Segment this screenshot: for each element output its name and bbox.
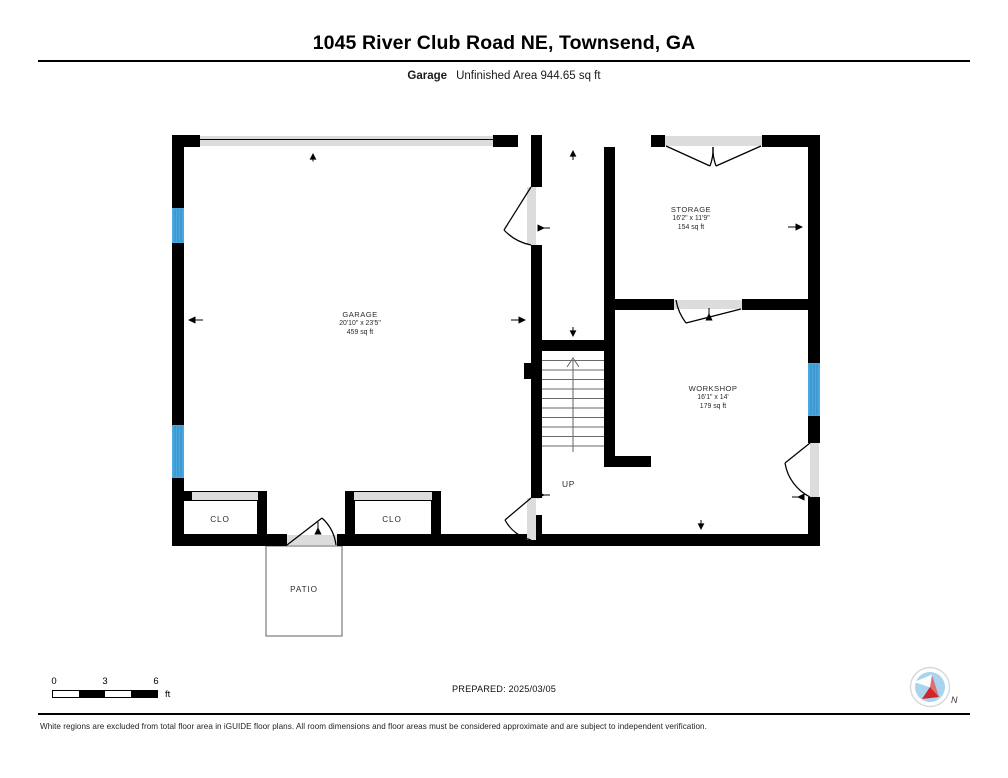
prepared-date: PREPARED: 2025/03/05 <box>452 684 556 694</box>
closet-door-right <box>354 492 432 500</box>
scale-tick-row: 0 3 6 <box>51 676 160 688</box>
door-workshop-exterior <box>784 442 819 501</box>
scale-tick: 0 <box>51 676 57 687</box>
exterior-walls <box>172 135 820 546</box>
level-name: Garage <box>407 70 448 82</box>
scale-tick: 6 <box>153 676 159 687</box>
window-left-upper <box>172 208 184 243</box>
window-right <box>808 363 820 416</box>
scale-tick: 3 <box>102 676 108 687</box>
level-area: Unfinished Area 944.65 sq ft <box>456 70 601 82</box>
scale-segment <box>105 691 131 697</box>
footer-disclaimer: White regions are excluded from total fl… <box>40 722 707 731</box>
scale-segment <box>131 691 157 697</box>
interior-walls <box>184 135 820 546</box>
door-patio-entry <box>286 517 337 546</box>
door-garage-hall-upper <box>503 186 550 246</box>
garage-door <box>200 136 493 162</box>
compass-rose: N <box>909 666 958 708</box>
footer-divider <box>38 713 970 715</box>
closet-door-left <box>192 492 258 500</box>
direction-markers <box>188 150 803 530</box>
staircase <box>542 351 604 456</box>
scale-bar-graphic <box>52 690 158 698</box>
door-storage-double <box>665 136 762 167</box>
scale-bar: 0 3 6 ft <box>51 676 212 710</box>
stairs-direction-label: UP <box>562 479 576 489</box>
scale-segment <box>79 691 105 697</box>
compass-north-label: N <box>951 695 958 705</box>
level-subtitle: Garage Unfinished Area 944.65 sq ft <box>0 70 1008 82</box>
scale-segment <box>53 691 79 697</box>
patio-outline <box>265 545 343 637</box>
window-left-lower <box>172 425 184 478</box>
door-garage-hall-lower <box>504 491 550 541</box>
door-storage-workshop <box>674 299 742 324</box>
scale-unit-label: ft <box>165 689 171 700</box>
page-title: 1045 River Club Road NE, Townsend, GA <box>312 32 696 54</box>
title-divider <box>38 60 970 62</box>
